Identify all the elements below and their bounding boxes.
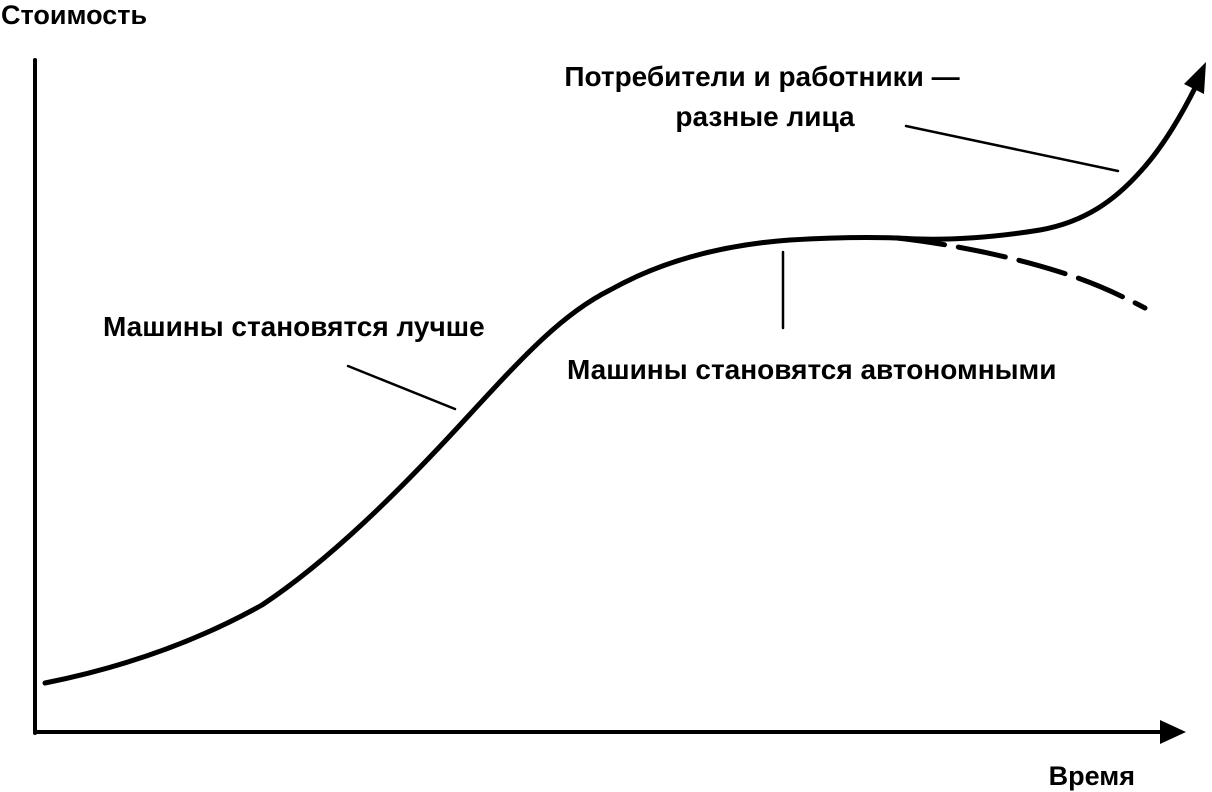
label-machines-better: Машины становятся лучше [103,311,485,342]
label-consumers-workers-line2: разные лица [675,101,855,132]
label-consumers-workers-line1: Потребители и работники — [564,61,959,92]
x-axis-arrowhead [1160,720,1186,744]
value-curve [42,234,900,686]
rising-branch [894,83,1199,242]
label-machines-autonomous: Машины становятся автономными [567,354,1056,385]
leader-line-machines-better [346,364,457,411]
declining-branch-dashed [894,235,1148,311]
x-axis-label: Время [1049,761,1135,791]
curve-arrowhead [1184,62,1206,94]
y-axis-label: Стоимость [1,0,147,30]
leader-line-consumers-workers [904,124,1120,173]
